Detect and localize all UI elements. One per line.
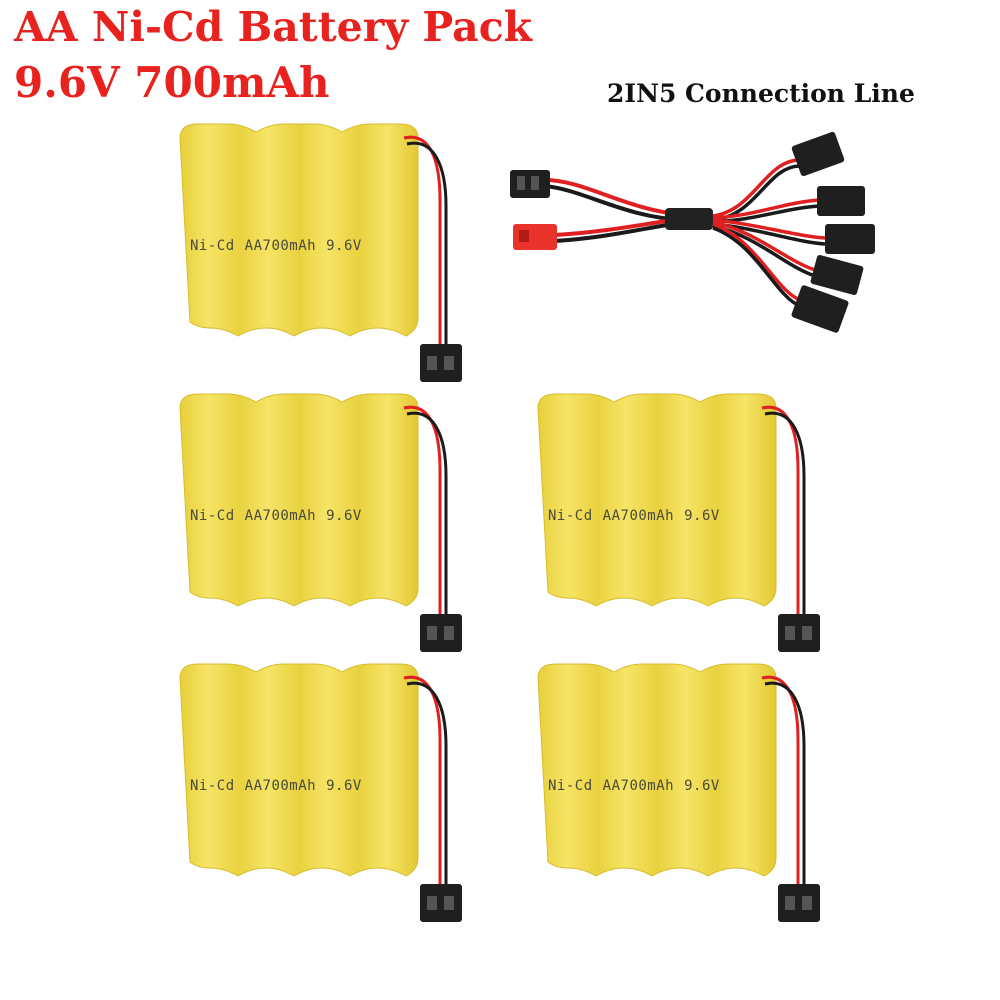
pack-voltage: 9.6V: [684, 508, 720, 524]
pack-voltage: 9.6V: [326, 778, 362, 794]
battery-pack-illustration: [179, 393, 462, 652]
pack-voltage: 9.6V: [684, 778, 720, 794]
pack-print-label: Ni-Cd AA700mAh 9.6V: [548, 508, 730, 524]
battery-pack-3: Ni-Cd AA700mAh 9.6V: [530, 390, 830, 660]
cable-caption: 2IN5 Connection Line: [607, 79, 915, 108]
pack-voltage: 9.6V: [326, 238, 362, 254]
battery-pack-2: Ni-Cd AA700mAh 9.6V: [172, 390, 472, 660]
pack-chemistry: Ni-Cd: [190, 508, 235, 524]
product-spec: 9.6V 700mAh: [14, 58, 330, 107]
pack-capacity: AA700mAh: [602, 508, 675, 524]
battery-pack-illustration: [179, 123, 462, 382]
pack-chemistry: Ni-Cd: [548, 508, 593, 524]
pack-print-label: Ni-Cd AA700mAh 9.6V: [190, 778, 372, 794]
battery-pack-illustration: [537, 663, 820, 922]
pack-capacity: AA700mAh: [244, 778, 317, 794]
pack-capacity: AA700mAh: [244, 238, 317, 254]
pack-print-label: Ni-Cd AA700mAh 9.6V: [190, 238, 372, 254]
pack-capacity: AA700mAh: [602, 778, 675, 794]
pack-chemistry: Ni-Cd: [190, 238, 235, 254]
battery-pack-4: Ni-Cd AA700mAh 9.6V: [172, 660, 472, 930]
battery-pack-5: Ni-Cd AA700mAh 9.6V: [530, 660, 830, 930]
battery-pack-illustration: [179, 663, 462, 922]
pack-chemistry: Ni-Cd: [548, 778, 593, 794]
product-title: AA Ni-Cd Battery Pack: [14, 3, 533, 51]
pack-print-label: Ni-Cd AA700mAh 9.6V: [548, 778, 730, 794]
pack-voltage: 9.6V: [326, 508, 362, 524]
pack-chemistry: Ni-Cd: [190, 778, 235, 794]
pack-capacity: AA700mAh: [244, 508, 317, 524]
battery-pack-1: Ni-Cd AA700mAh 9.6V: [172, 120, 472, 390]
battery-pack-illustration: [537, 393, 820, 652]
splitter-cable-illustration: [510, 131, 875, 333]
pack-print-label: Ni-Cd AA700mAh 9.6V: [190, 508, 372, 524]
